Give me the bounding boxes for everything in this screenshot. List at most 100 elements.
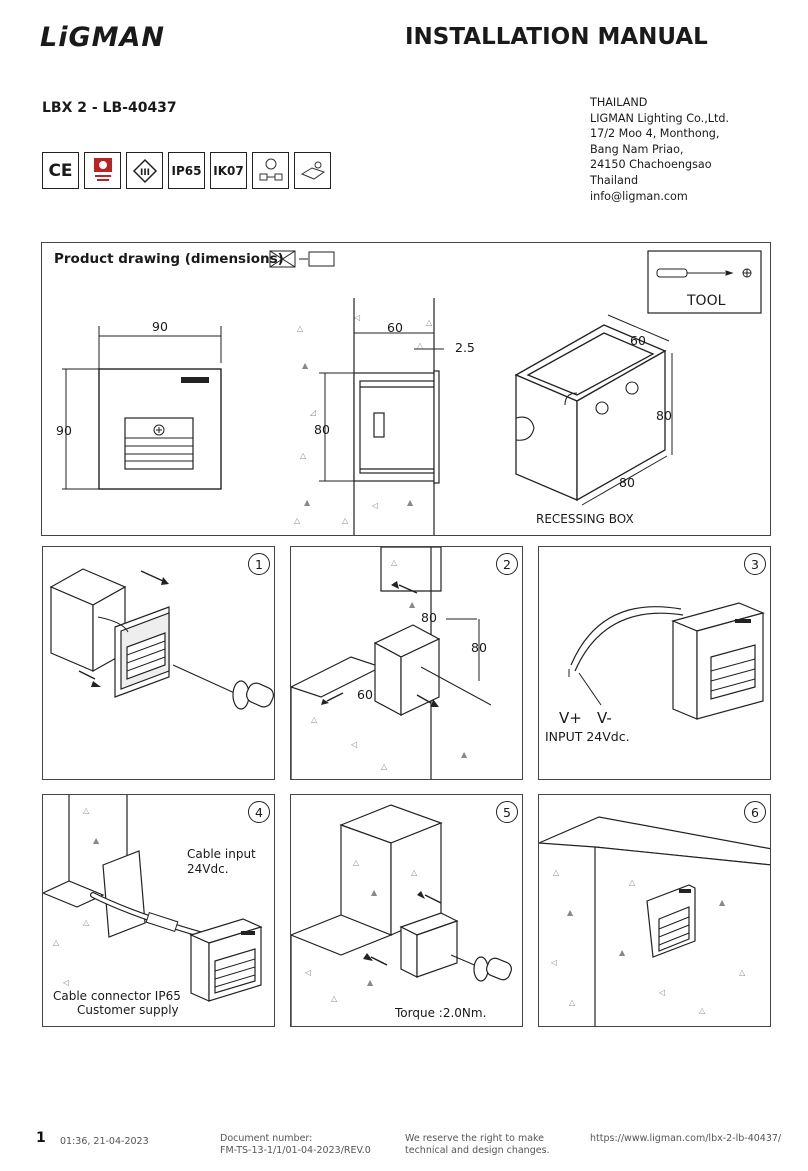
svg-text:△: △ bbox=[569, 998, 576, 1007]
class-iii-icon: III bbox=[126, 152, 163, 189]
rights-line-1: We reserve the right to make bbox=[405, 1133, 545, 1144]
side-depth-dim: 60 bbox=[387, 320, 403, 335]
product-drawing-svg: △◁▲◿ △▲△◁ ▲△△△ bbox=[62, 250, 762, 535]
torque-label: Torque :2.0Nm. bbox=[395, 1006, 487, 1020]
svg-text:▲: ▲ bbox=[409, 600, 416, 609]
driver-icon bbox=[252, 152, 289, 189]
svg-text:▲: ▲ bbox=[367, 978, 374, 987]
svg-text:△: △ bbox=[83, 918, 90, 927]
svg-text:△: △ bbox=[353, 858, 360, 867]
footer-url-link[interactable]: https://www.ligman.com/lbx-2-lb-40437/ bbox=[590, 1133, 782, 1144]
ce-mark-icon: CE bbox=[42, 152, 79, 189]
drawing-title: Product drawing (dimensions) bbox=[54, 251, 284, 267]
address-line: 24150 Chachoengsao bbox=[590, 158, 712, 172]
svg-text:△: △ bbox=[391, 558, 398, 567]
step-5-illustration: △▲△◁△▲ bbox=[291, 804, 512, 1026]
cable-connector-label: Cable connector IP65 bbox=[53, 989, 181, 1003]
step-number: 5 bbox=[496, 801, 518, 823]
svg-text:▲: ▲ bbox=[567, 908, 574, 917]
svg-text:▲: ▲ bbox=[719, 898, 726, 907]
svg-text:△: △ bbox=[739, 968, 746, 977]
recessing-box-label: RECESSING BOX bbox=[536, 512, 634, 526]
step-4-illustration: △ ▲ △ ◁ △ bbox=[43, 795, 263, 1002]
cutout-height-dim: 80 bbox=[471, 640, 487, 655]
svg-text:◁: ◁ bbox=[350, 740, 357, 749]
svg-text:△: △ bbox=[411, 868, 418, 877]
step-1-illustration bbox=[49, 568, 274, 710]
svg-text:◁: ◁ bbox=[353, 313, 360, 322]
document-title: INSTALLATION MANUAL bbox=[405, 24, 708, 50]
svg-text:△: △ bbox=[311, 715, 318, 724]
address-line: 17/2 Moo 4, Monthong, bbox=[590, 127, 720, 141]
step-number: 6 bbox=[744, 801, 766, 823]
svg-text:◁: ◁ bbox=[62, 978, 69, 987]
box-width-dim: 80 bbox=[619, 475, 635, 490]
step-number: 3 bbox=[744, 553, 766, 575]
cable-input-label: Cable input bbox=[187, 847, 256, 861]
svg-text:△: △ bbox=[53, 938, 60, 947]
svg-text:▲: ▲ bbox=[407, 498, 414, 507]
svg-text:△: △ bbox=[417, 341, 424, 350]
page-number: 1 bbox=[36, 1130, 46, 1146]
rights-line-2: technical and design changes. bbox=[405, 1144, 550, 1156]
front-width-dim: 90 bbox=[152, 319, 168, 334]
step-number: 2 bbox=[496, 553, 518, 575]
footer-document: Document number: FM-TS-13-1/1/01-04-2023… bbox=[220, 1133, 371, 1156]
svg-text:III: III bbox=[139, 168, 149, 178]
input-voltage-label: INPUT 24Vdc. bbox=[545, 729, 630, 744]
company-address: THAILAND LIGMAN Lighting Co.,Ltd. 17/2 M… bbox=[590, 95, 729, 204]
svg-text:◿: ◿ bbox=[309, 408, 316, 417]
svg-text:△: △ bbox=[297, 324, 304, 333]
svg-text:◁: ◁ bbox=[371, 501, 378, 510]
address-line: Bang Nam Priao, bbox=[590, 142, 684, 156]
address-line: LIGMAN Lighting Co.,Ltd. bbox=[590, 111, 730, 125]
step-3-illustration bbox=[568, 602, 765, 720]
svg-text:△: △ bbox=[300, 451, 307, 460]
certification-row: CE III IP65 IK07 bbox=[42, 152, 331, 189]
svg-text:▲: ▲ bbox=[619, 948, 626, 957]
svg-text:▲: ▲ bbox=[302, 361, 309, 370]
step-4-panel: △▲△◁△ 4 Cable input 24Vdc. Cable connect… bbox=[42, 794, 275, 1027]
document-number-label: Document number: bbox=[220, 1133, 313, 1144]
document-number: FM-TS-13-1/1/01-04-2023/REV.0 bbox=[220, 1144, 371, 1156]
product-code: LBX 2 - LB-40437 bbox=[42, 100, 177, 116]
svg-text:△: △ bbox=[629, 878, 636, 887]
svg-text:▲: ▲ bbox=[304, 498, 311, 507]
step-6-illustration: △ ▲ ◁ △ △ ▲ △ ◁ ▲ △ bbox=[539, 816, 770, 1026]
footer-timestamp: 01:36, 21-04-2023 bbox=[60, 1136, 149, 1147]
side-height-dim: 80 bbox=[314, 422, 330, 437]
svg-text:▲: ▲ bbox=[461, 750, 468, 759]
ip-rating: IP65 bbox=[168, 152, 205, 189]
side-offset-dim: 2.5 bbox=[455, 340, 475, 355]
box-height-dim: 80 bbox=[656, 408, 672, 423]
step-number: 4 bbox=[248, 801, 270, 823]
customer-supply-label: Customer supply bbox=[77, 1003, 179, 1017]
step-1-panel: 1 bbox=[42, 546, 275, 780]
box-depth-dim: 60 bbox=[630, 333, 646, 348]
step-3-panel: 3 V+ V- INPUT 24Vdc. bbox=[538, 546, 771, 780]
ik-rating: IK07 bbox=[210, 152, 247, 189]
step-6-panel: △ ▲ ◁ △ △ ▲ △ ◁ ▲ △ 6 bbox=[538, 794, 771, 1027]
svg-text:△: △ bbox=[83, 806, 90, 815]
step-2-panel: △▲△◁△▲ 2 80 80 60 bbox=[290, 546, 523, 780]
cutout-width-dim: 80 bbox=[421, 610, 437, 625]
svg-text:△: △ bbox=[699, 1006, 706, 1015]
svg-text:◁: ◁ bbox=[550, 958, 557, 967]
svg-text:◁: ◁ bbox=[304, 968, 311, 977]
address-email: info@ligman.com bbox=[590, 189, 688, 203]
quality-mark-icon bbox=[84, 152, 121, 189]
svg-text:△: △ bbox=[342, 516, 349, 525]
installation-icon bbox=[294, 152, 331, 189]
svg-text:◁: ◁ bbox=[658, 988, 665, 997]
svg-text:△: △ bbox=[294, 516, 301, 525]
address-line: THAILAND bbox=[590, 96, 648, 109]
front-height-dim: 90 bbox=[56, 423, 72, 438]
svg-text:△: △ bbox=[331, 994, 338, 1003]
step-2-illustration: △▲△◁△▲ bbox=[291, 547, 492, 779]
address-line: Thailand bbox=[590, 173, 639, 187]
brand-logo: LiGMAN bbox=[40, 22, 165, 53]
svg-text:▲: ▲ bbox=[93, 836, 100, 845]
voltage-plus-label: V+ bbox=[559, 709, 582, 727]
step-5-panel: △▲△◁△▲ 5 Torque :2.0Nm. bbox=[290, 794, 523, 1027]
svg-text:△: △ bbox=[553, 868, 560, 877]
